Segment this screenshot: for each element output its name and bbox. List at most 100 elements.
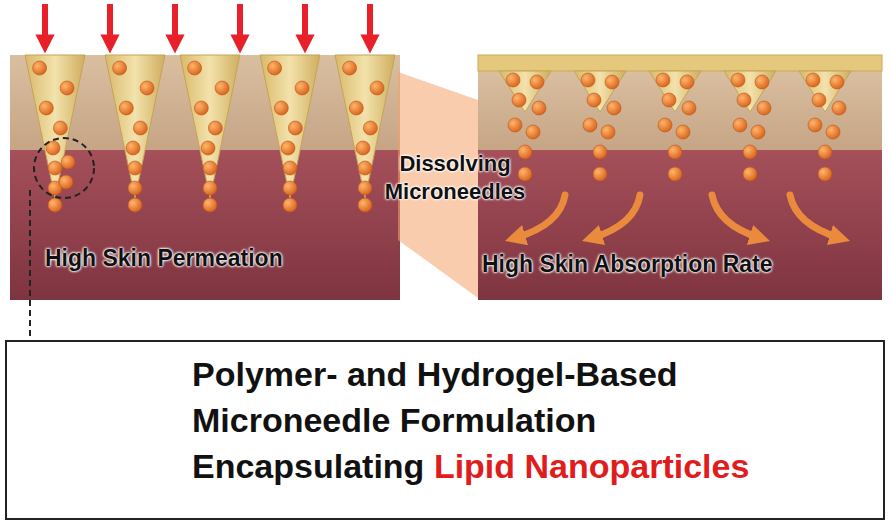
nanoparticle-dot [215, 81, 229, 95]
nanoparticle-dot [126, 141, 140, 155]
nanoparticle-dot [530, 75, 544, 89]
diffusion-arrows [515, 195, 840, 238]
dermis [10, 150, 400, 300]
text-row: Encapsulating Lipid Nanoparticles [192, 444, 832, 490]
nanoparticle-dot [128, 198, 142, 212]
text-row: Polymer- and Hydrogel-Based Microneedle … [192, 352, 832, 444]
nanoparticle-dot [358, 198, 372, 212]
nanoparticle-dot [140, 81, 154, 95]
nanoparticle-dot [526, 125, 540, 139]
nanoparticle-dot [274, 101, 288, 115]
nanoparticle-dot [682, 101, 696, 115]
caption-label: High Skin Absorption Rate [482, 250, 773, 279]
nanoparticle-dot [208, 121, 222, 135]
nanoparticle-dot [203, 161, 217, 175]
nanoparticle-dot [506, 73, 520, 87]
nanoparticle-dot [587, 93, 601, 107]
nanoparticle-dot [48, 161, 62, 175]
zoom-circle [34, 138, 94, 198]
nanoparticle-dot [59, 175, 73, 189]
nanoparticle-dot [731, 73, 745, 87]
microneedle [335, 55, 395, 198]
nanoparticle-dot [668, 167, 682, 181]
nanoparticle-dot [343, 61, 357, 75]
nanoparticle-dot [119, 101, 133, 115]
nanoparticle-dot [532, 101, 546, 115]
nanoparticle-dot [508, 118, 522, 132]
nanoparticle-dot [733, 118, 747, 132]
microneedle [260, 55, 320, 198]
summary-box: Polymer- and Hydrogel-Based Microneedle … [5, 340, 885, 520]
caption-label: Dissolving Microneedles [355, 150, 555, 205]
nanoparticle-dot [201, 141, 215, 155]
nanoparticle-dot [128, 181, 142, 195]
nanoparticle-dot [605, 75, 619, 89]
nanoparticle-dot [518, 145, 532, 159]
nanoparticle-dot [751, 125, 765, 139]
nanoparticle-dot [818, 167, 832, 181]
dissolved-microneedles [499, 71, 851, 112]
box-text: Polymer- and Hydrogel-Based Microneedle … [192, 355, 678, 439]
pressure-arrow [172, 4, 178, 44]
nanoparticle-dot [33, 61, 47, 75]
nanoparticle-dot [370, 81, 384, 95]
microneedle [105, 55, 165, 198]
pressure-arrow [107, 4, 113, 44]
nanoparticle-dot [593, 167, 607, 181]
nanoparticle-dot [128, 161, 142, 175]
nanoparticle-dot [757, 101, 771, 115]
nanoparticle-dot [658, 118, 672, 132]
nanoparticle-dot [133, 121, 147, 135]
nanoparticle-dot [812, 93, 826, 107]
nanoparticle-dot [358, 181, 372, 195]
nanoparticle-dot [203, 181, 217, 195]
nanoparticle-dot [288, 121, 302, 135]
nanoparticle-dot [281, 141, 295, 155]
nanoparticle-dot [283, 198, 297, 212]
nanoparticle-dot [512, 93, 526, 107]
nanoparticle-dot [363, 121, 377, 135]
nanoparticle-dot [601, 125, 615, 139]
nanoparticle-dot [806, 73, 820, 87]
nanoparticle-dot [61, 155, 75, 169]
nanoparticle-dot [826, 125, 840, 139]
nanoparticle-dot [60, 81, 74, 95]
box-text: Encapsulating [192, 447, 424, 485]
dermis [478, 150, 882, 300]
nanoparticle-dot [283, 161, 297, 175]
nanoparticle-dot [581, 73, 595, 87]
nanoparticle-dot [268, 61, 282, 75]
nanoparticle-dot [53, 121, 67, 135]
nanoparticle-dot [755, 75, 769, 89]
nanoparticle-dot [39, 101, 53, 115]
nanoparticle-dot [737, 93, 751, 107]
pressure-arrow [237, 4, 243, 44]
nanoparticle-dot [188, 61, 202, 75]
nanoparticle-dot [680, 75, 694, 89]
nanoparticle-dot [676, 125, 690, 139]
nanoparticle-dot [113, 61, 127, 75]
nanoparticle-dot [662, 93, 676, 107]
nanoparticle-dot [593, 145, 607, 159]
pressure-arrow [42, 4, 48, 44]
nanoparticle-dot [358, 161, 372, 175]
nanoparticle-dot [583, 118, 597, 132]
text-column: Polymer- and Hydrogel-Based Microneedle … [192, 352, 832, 490]
box-text: Lipid Nanoparticles [434, 447, 750, 485]
nanoparticle-dot [194, 101, 208, 115]
nanoparticle-dot [832, 101, 846, 115]
nanoparticle-dot [656, 73, 670, 87]
nanoparticle-dot [48, 198, 62, 212]
nanoparticle-dot [808, 118, 822, 132]
nanoparticle-dot [743, 145, 757, 159]
pressure-arrow [367, 4, 373, 44]
lipid-nanoparticles [33, 61, 846, 212]
nanoparticle-dot [607, 101, 621, 115]
pressure-arrows [45, 4, 370, 44]
nanoparticle-dot [203, 198, 217, 212]
epidermis [478, 70, 882, 150]
pressure-arrow [302, 4, 308, 44]
nanoparticle-dot [668, 145, 682, 159]
zoom-leader [29, 190, 31, 340]
microneedle-backing [478, 55, 882, 71]
